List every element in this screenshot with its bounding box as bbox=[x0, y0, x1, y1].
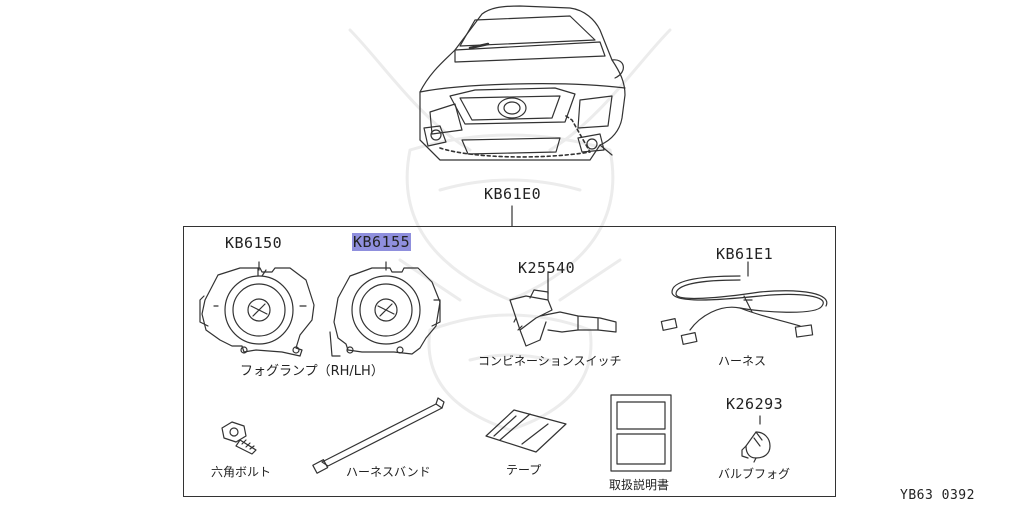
bulb-drawing bbox=[741, 415, 771, 463]
watermark-emblem bbox=[348, 28, 672, 432]
label-switch: コンビネーションスイッチ bbox=[478, 354, 622, 368]
label-manual: 取扱説明書 bbox=[609, 478, 670, 492]
label-tape: テープ bbox=[506, 463, 542, 477]
part-code-switch[interactable]: K25540 bbox=[518, 259, 576, 277]
part-code-harness[interactable]: KB61E1 bbox=[716, 245, 774, 263]
label-bolt: 六角ボルト bbox=[211, 465, 272, 479]
combination-switch-drawing bbox=[509, 271, 617, 347]
part-code-fog-lh[interactable]: KB6155 bbox=[352, 233, 412, 251]
fog-lamp-lh-drawing bbox=[329, 267, 441, 357]
tape-drawing bbox=[485, 409, 567, 453]
diagram-id: YB63 0392 bbox=[900, 488, 975, 503]
label-bulb: バルブフォグ bbox=[718, 467, 791, 481]
kit-frame bbox=[183, 226, 836, 497]
label-harness: ハーネス bbox=[718, 354, 767, 368]
manual-drawing bbox=[610, 394, 672, 472]
label-fog-lamp-pair: フォグランプ（RH/LH） bbox=[240, 364, 384, 379]
car-illustration bbox=[419, 5, 626, 161]
assembly-code: KB61E0 bbox=[484, 185, 542, 203]
label-band: ハーネスバンド bbox=[346, 465, 431, 479]
fog-lamp-rh-drawing bbox=[199, 267, 315, 357]
harness-band-drawing bbox=[312, 397, 445, 474]
hex-bolt-drawing bbox=[221, 421, 257, 455]
harness-drawing bbox=[660, 261, 828, 345]
part-code-fog-rh[interactable]: KB6150 bbox=[225, 234, 283, 252]
part-code-bulb[interactable]: K26293 bbox=[726, 395, 784, 413]
